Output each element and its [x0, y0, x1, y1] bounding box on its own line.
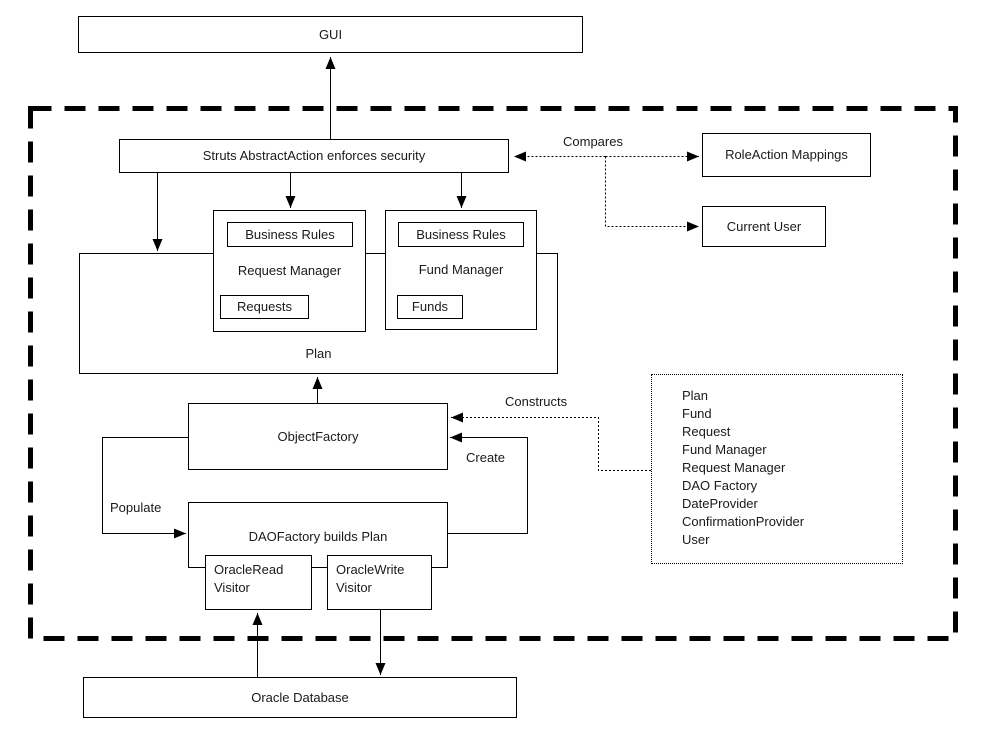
oracle-database-node: Oracle Database — [83, 677, 517, 718]
object-factory-label: ObjectFactory — [277, 428, 359, 444]
requests-node: Requests — [220, 295, 309, 319]
create-edge-label: Create — [466, 450, 506, 465]
list-item-user: User — [682, 532, 710, 547]
funds-node: Funds — [397, 295, 463, 319]
gui-label: GUI — [318, 26, 343, 42]
current-user-label: Current User — [726, 218, 802, 234]
arrow-populate-objectfactory-to-daofactory — [102, 437, 188, 539]
list-item-fund-manager: Fund Manager — [682, 442, 767, 457]
struts-action-node: Struts AbstractAction enforces security — [119, 139, 509, 173]
list-item-dateprovider: DateProvider — [682, 496, 758, 511]
list-item-fund: Fund — [682, 406, 712, 421]
struts-action-label: Struts AbstractAction enforces security — [202, 148, 426, 163]
object-factory-node: ObjectFactory — [188, 403, 448, 470]
request-business-rules-label: Business Rules — [245, 226, 335, 242]
list-item-dao-factory: DAO Factory — [682, 478, 758, 493]
plan-label: Plan — [305, 346, 332, 361]
dao-factory-label: DAOFactory builds Plan — [248, 529, 388, 544]
list-item-request: Request — [682, 424, 731, 439]
role-action-mappings-node: RoleAction Mappings — [702, 133, 871, 177]
fund-manager-label: Fund Manager — [418, 262, 504, 277]
fund-business-rules-node: Business Rules — [398, 222, 524, 247]
populate-edge-label: Populate — [110, 500, 162, 515]
request-business-rules-node: Business Rules — [227, 222, 353, 247]
oracle-read-visitor-line1: OracleRead — [214, 562, 284, 577]
gui-node: GUI — [78, 16, 583, 53]
list-item-plan: Plan — [682, 388, 709, 403]
request-manager-label: Request Manager — [237, 263, 342, 278]
oracle-database-label: Oracle Database — [251, 689, 349, 705]
oracle-write-visitor-node: OracleWrite Visitor — [327, 555, 432, 610]
oracle-read-visitor-line2: Visitor — [214, 580, 250, 595]
current-user-node: Current User — [702, 206, 826, 247]
list-item-confirmationprovider: ConfirmationProvider — [682, 514, 805, 529]
oracle-write-visitor-line2: Visitor — [336, 580, 372, 595]
requests-label: Requests — [237, 299, 292, 314]
list-item-request-manager: Request Manager — [682, 460, 786, 475]
funds-label: Funds — [411, 299, 449, 314]
oracle-read-visitor-node: OracleRead Visitor — [205, 555, 312, 610]
fund-business-rules-label: Business Rules — [416, 226, 506, 242]
constructs-edge-label: Constructs — [505, 394, 568, 409]
arrow-compares-to-current-user — [605, 156, 699, 232]
oracle-write-visitor-line1: OracleWrite — [336, 562, 405, 577]
compares-edge-label: Compares — [563, 134, 623, 149]
constructed-classes-list: Plan Fund Request Fund Manager Request M… — [651, 374, 903, 564]
role-action-mappings-label: RoleAction Mappings — [725, 147, 848, 162]
